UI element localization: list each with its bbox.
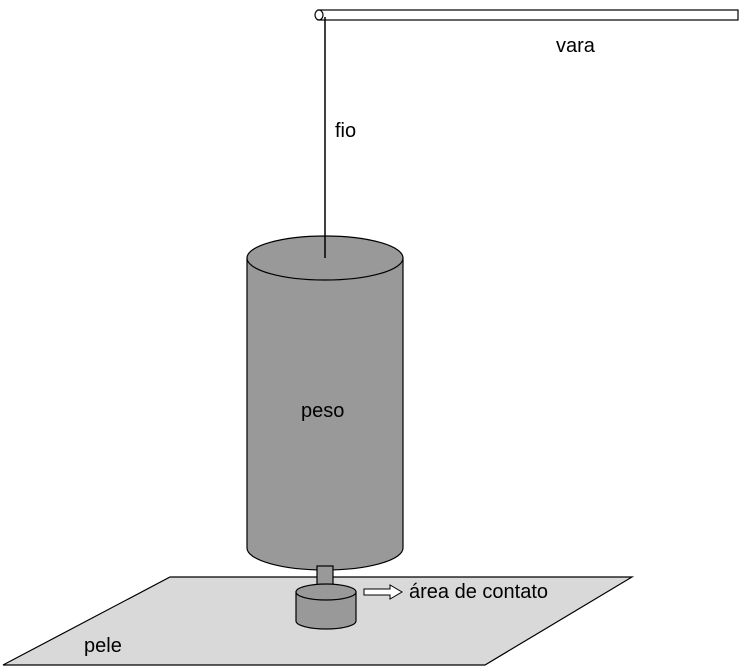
skin-label: pele xyxy=(84,635,122,657)
contact-arrow xyxy=(363,584,403,600)
contact-area-label: área de contato xyxy=(409,581,548,603)
string-label: fio xyxy=(335,120,356,142)
weight-label: peso xyxy=(301,400,344,422)
rod xyxy=(314,9,739,21)
rod-label: vara xyxy=(556,35,596,57)
contact-foot xyxy=(295,583,357,630)
